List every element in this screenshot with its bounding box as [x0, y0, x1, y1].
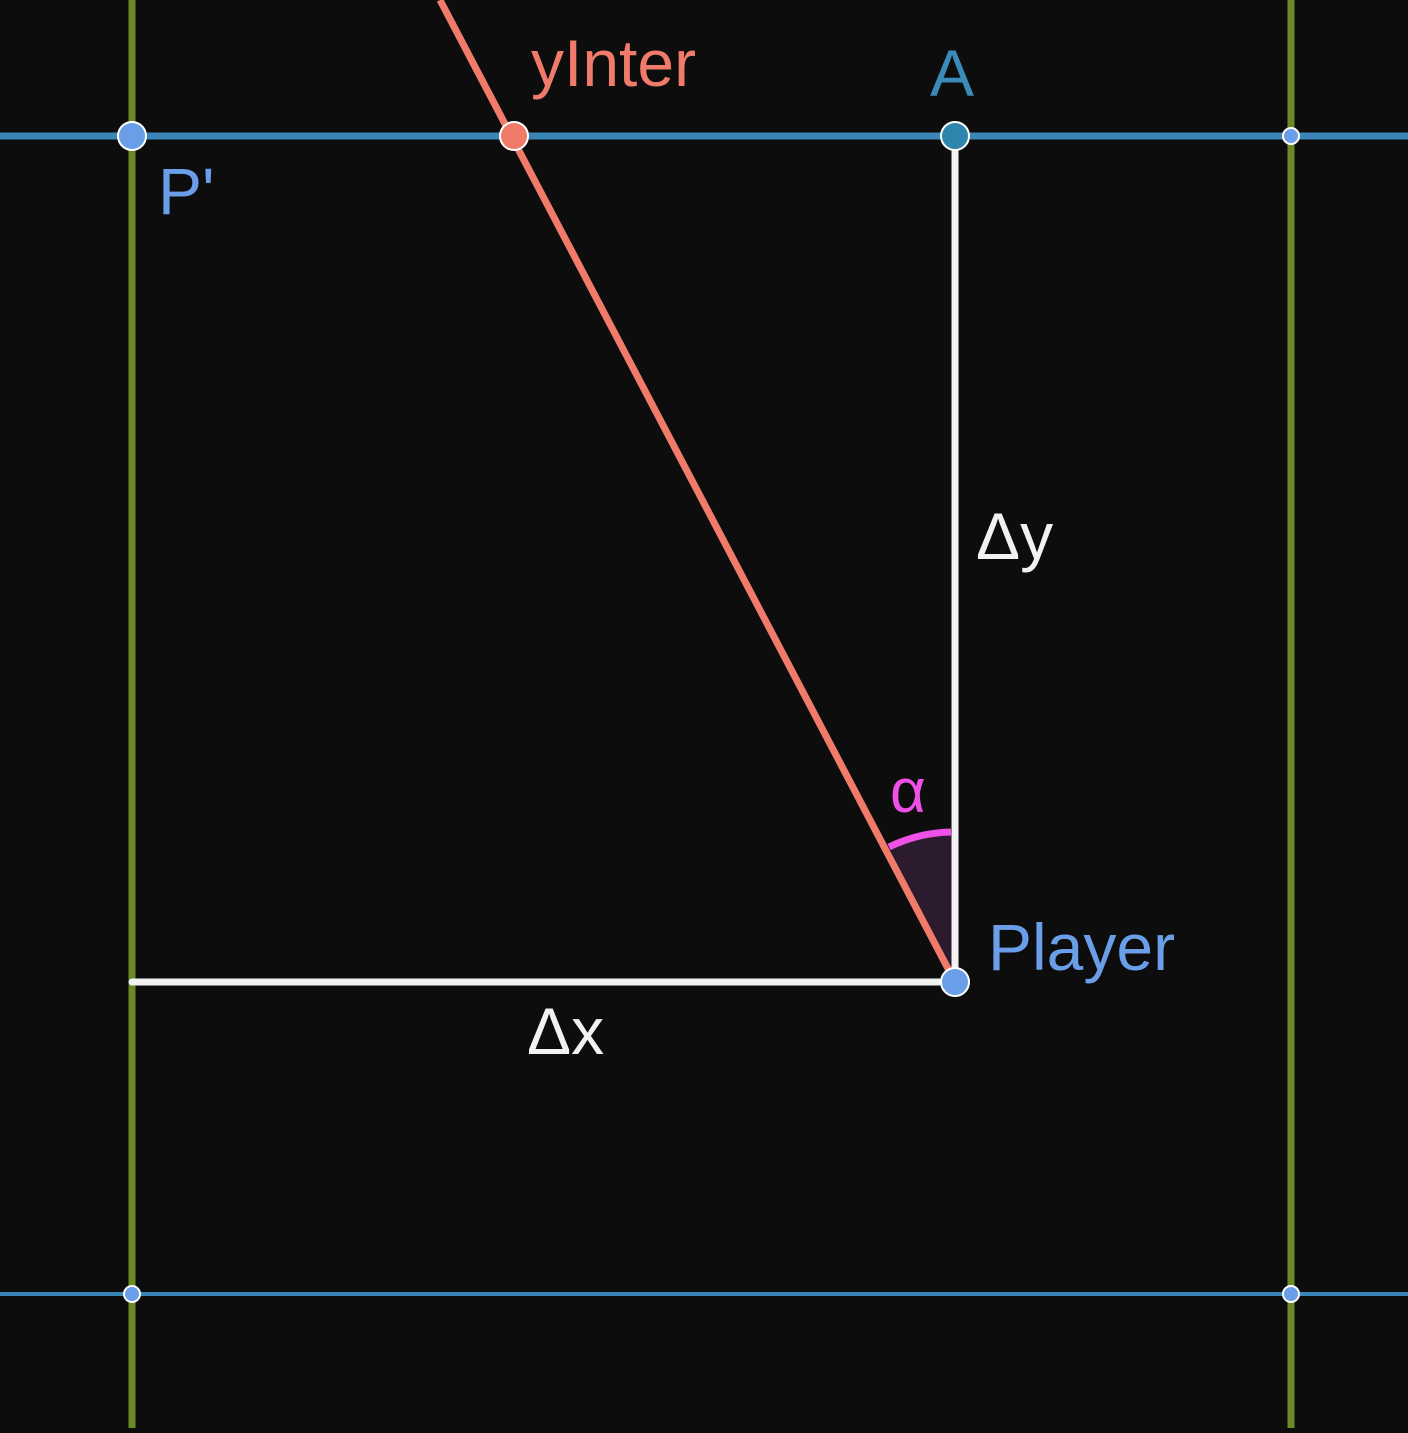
- grid-point-bottom-left: [123, 1285, 141, 1303]
- grid-point-bottom-right: [1282, 1285, 1300, 1303]
- label-point-a: A: [930, 36, 974, 110]
- grid-point-top-right: [1282, 127, 1300, 145]
- label-p-prime: P': [158, 154, 215, 228]
- label-delta-y: Δy: [976, 499, 1053, 573]
- label-delta-x: Δx: [527, 994, 604, 1068]
- label-angle-alpha: α: [890, 757, 926, 826]
- label-y-intercept: yInter: [531, 26, 696, 100]
- point-a: [940, 121, 970, 151]
- point-player: [940, 967, 970, 997]
- angle-alpha-arc: [887, 828, 952, 851]
- label-player: Player: [988, 910, 1175, 984]
- point-p-prime: [117, 121, 147, 151]
- point-y-intercept: [499, 121, 529, 151]
- ray-line: [436, 0, 959, 984]
